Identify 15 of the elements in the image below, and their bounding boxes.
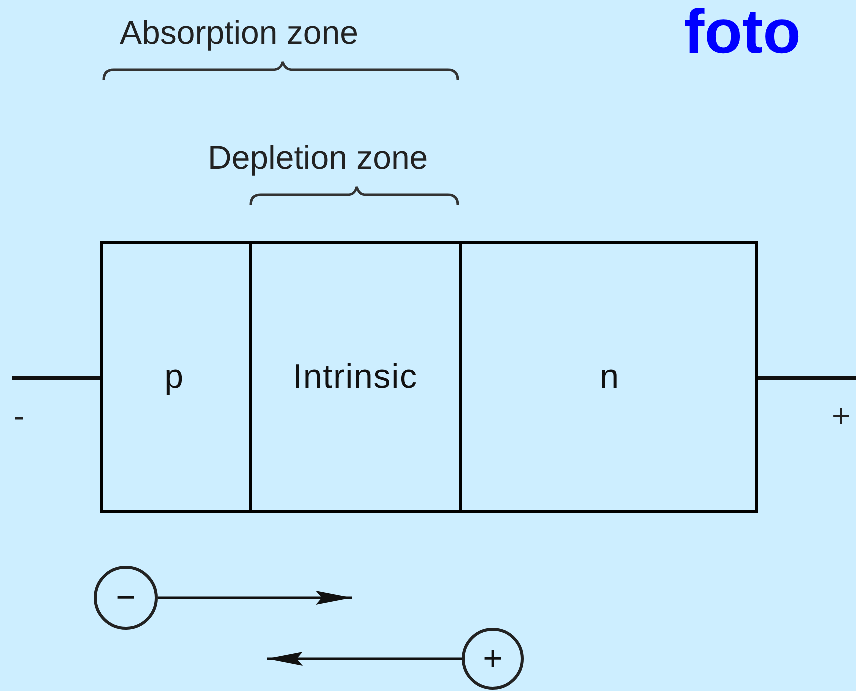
charge-sign: − [116,581,136,615]
zone-label: Absorption zone [120,13,360,53]
layer-label: n [600,356,620,398]
arrow [158,591,352,605]
lead-wire [758,376,856,380]
arrow [267,652,462,666]
title: foto [684,0,802,69]
zone-label: Depletion zone [208,138,430,178]
layer-label: p [164,356,184,398]
lead-wire [12,376,100,380]
terminal-sign: + [832,397,852,436]
terminal-sign: - [14,397,26,436]
layer-label: Intrinsic [293,356,418,398]
diode-box [100,241,758,513]
charge-sign: + [483,642,503,676]
